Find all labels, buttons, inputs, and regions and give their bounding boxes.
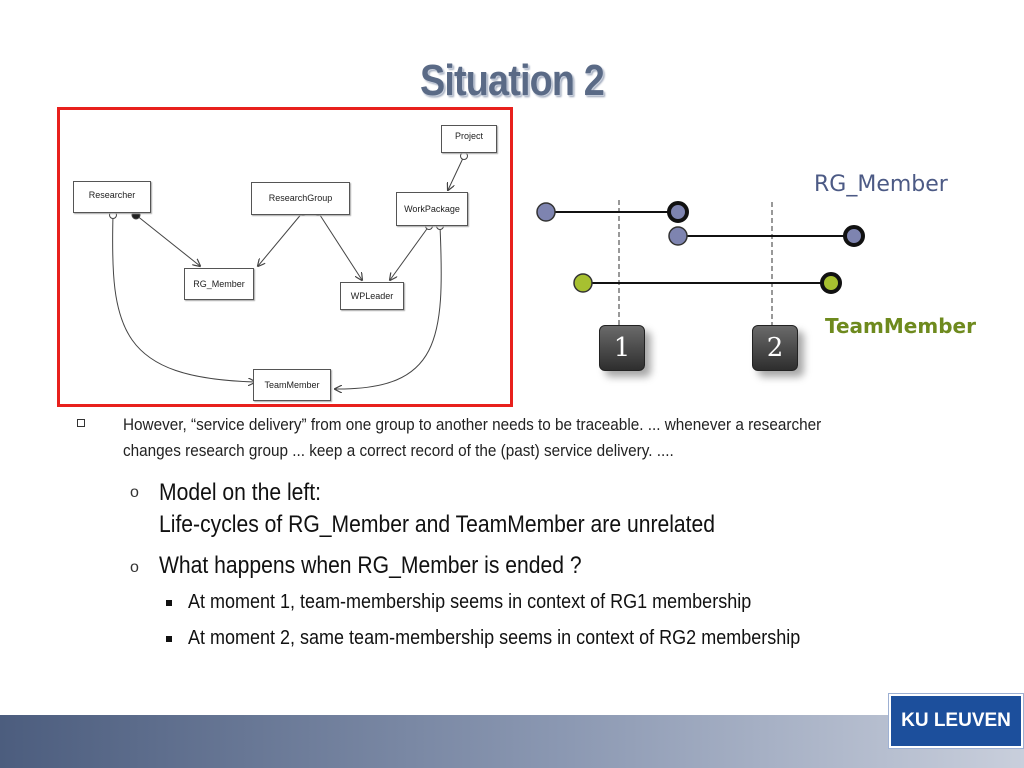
moment-1-badge: 1	[599, 325, 645, 371]
sub-bullet-marker-2: o	[130, 559, 139, 576]
class-wp-leader: WPLeader	[340, 282, 404, 310]
sub-bullet-2: What happens when RG_Member is ended ?	[159, 552, 582, 579]
subsub-bullet-marker-2	[166, 636, 172, 642]
rg2-end-node	[843, 225, 865, 247]
lifecycle-timeline	[536, 200, 865, 325]
rg1-start-node	[536, 202, 556, 222]
footer-band	[0, 715, 1024, 768]
moment-2-badge: 2	[752, 325, 798, 371]
edge-workpackage-wpleader	[390, 225, 430, 280]
sub-bullet-1-line-1: Model on the left:	[159, 479, 322, 506]
class-rg-member: RG_Member	[184, 268, 254, 300]
rg2-start-node	[668, 226, 688, 246]
tm-end-node	[820, 272, 842, 294]
main-bullet-text: However, “service delivery” from one gro…	[123, 415, 822, 460]
edge-researchgroup-wpleader	[317, 211, 362, 280]
class-project: Project	[441, 125, 497, 153]
rg1-end-node	[667, 201, 689, 223]
edge-researcher-teammember	[112, 214, 255, 382]
subsub-bullet-marker-1	[166, 600, 172, 606]
class-researcher: Researcher	[73, 181, 151, 213]
ku-leuven-logo: KU LEUVEN	[889, 694, 1023, 748]
edge-researcher-rgmember	[135, 214, 200, 266]
sub-bullet-1-line-2: Life-cycles of RG_Member and TeamMember …	[159, 511, 716, 538]
subsub-bullet-1: At moment 1, team-membership seems in co…	[188, 591, 752, 613]
class-work-package: WorkPackage	[396, 192, 468, 226]
rg-member-label: RG_Member	[814, 172, 948, 197]
team-member-label: TeamMember	[825, 314, 976, 338]
edge-researchgroup-rgmember	[258, 211, 304, 266]
uml-diagram-frame: Project Researcher ResearchGroup WorkPac…	[57, 107, 513, 407]
slide-title: Situation 2	[420, 56, 605, 105]
subsub-bullet-2: At moment 2, same team-membership seems …	[188, 627, 801, 649]
class-research-group: ResearchGroup	[251, 182, 350, 215]
edge-project-workpackage	[448, 155, 465, 190]
main-bullet-marker	[77, 419, 85, 427]
class-team-member: TeamMember	[253, 369, 331, 401]
sub-bullet-marker-1: o	[130, 484, 139, 501]
edge-workpackage-teammember	[335, 225, 442, 389]
tm-start-node	[573, 273, 593, 293]
